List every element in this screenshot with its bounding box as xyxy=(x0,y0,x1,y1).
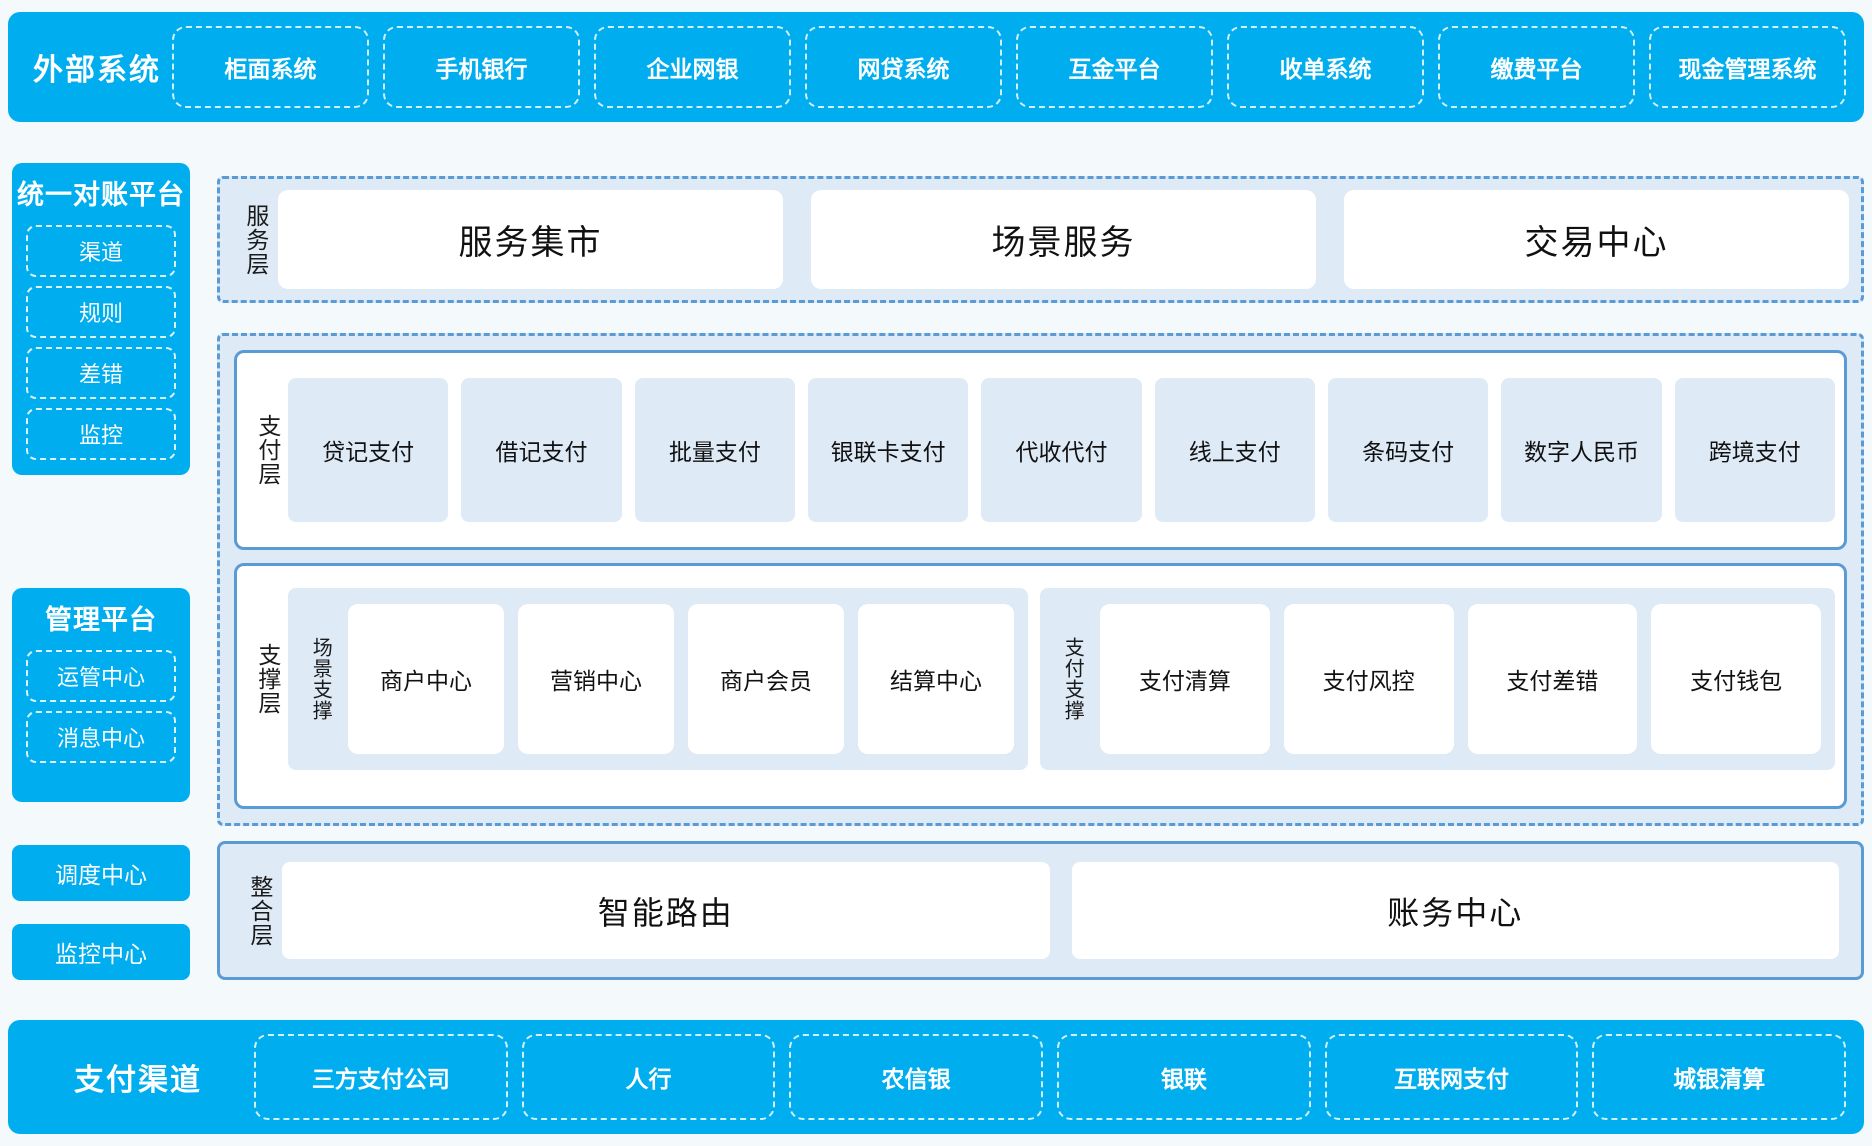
sidebar-item-monitoring-center[interactable]: 监控中心 xyxy=(12,924,190,980)
service-layer-label: 服务层 xyxy=(242,203,269,276)
external-system-chip[interactable]: 缴费平台 xyxy=(1438,26,1635,108)
payment-box-digital-rmb[interactable]: 数字人民币 xyxy=(1501,378,1662,522)
support-card-merchant-center[interactable]: 商户中心 xyxy=(348,604,504,754)
payment-box-barcode[interactable]: 条码支付 xyxy=(1327,378,1489,522)
payment-channel-chip[interactable]: 银联 xyxy=(1057,1034,1311,1120)
integration-layer-label: 整合层 xyxy=(246,874,273,947)
support-card-payment-risk[interactable]: 支付风控 xyxy=(1283,604,1454,754)
external-systems-band: 外部系统 柜面系统 手机银行 企业网银 网贷系统 互金平台 收单系统 缴费平台 … xyxy=(8,12,1864,122)
sidebar-item-channel[interactable]: 渠道 xyxy=(26,225,176,277)
payment-box-batch[interactable]: 批量支付 xyxy=(634,378,795,522)
service-layer-items: 服务集市 场景服务 交易中心 xyxy=(278,190,1849,289)
payment-channels-band: 支付渠道 三方支付公司 人行 农信银 银联 互联网支付 城银清算 xyxy=(8,1020,1864,1134)
payment-box-cross-border[interactable]: 跨境支付 xyxy=(1674,378,1835,522)
external-system-chip[interactable]: 手机银行 xyxy=(383,26,580,108)
external-system-chip[interactable]: 柜面系统 xyxy=(172,26,369,108)
external-system-chip[interactable]: 网贷系统 xyxy=(805,26,1002,108)
payment-box-unionpay-card[interactable]: 银联卡支付 xyxy=(807,378,969,522)
service-box-transaction-center[interactable]: 交易中心 xyxy=(1344,190,1849,289)
service-layer-row: 服务层 服务集市 场景服务 交易中心 xyxy=(232,190,1849,289)
support-group-scenario-label: 场景支撑 xyxy=(309,637,332,721)
payment-layer-label: 支付层 xyxy=(254,414,281,486)
support-card-marketing-center[interactable]: 营销中心 xyxy=(518,604,674,754)
support-card-payment-clearing[interactable]: 支付清算 xyxy=(1100,604,1270,754)
payment-box-online[interactable]: 线上支付 xyxy=(1154,378,1315,522)
service-box-marketplace[interactable]: 服务集市 xyxy=(278,190,783,289)
sidebar-item-monitor[interactable]: 监控 xyxy=(26,408,176,460)
external-system-chip[interactable]: 企业网银 xyxy=(594,26,791,108)
payment-box-debit[interactable]: 借记支付 xyxy=(461,378,622,522)
integration-layer-panel: 整合层 智能路由 账务中心 xyxy=(217,841,1864,980)
sidebar-item-message-center[interactable]: 消息中心 xyxy=(26,711,176,763)
support-card-payment-error[interactable]: 支付差错 xyxy=(1467,604,1638,754)
sidebar-reconciliation-title: 统一对账平台 xyxy=(17,180,185,210)
payment-layer-items: 贷记支付 借记支付 批量支付 银联卡支付 代收代付 线上支付 条码支付 数字人民… xyxy=(288,378,1835,522)
service-box-scenario-service[interactable]: 场景服务 xyxy=(811,190,1316,289)
payment-channels-title: 支付渠道 xyxy=(74,1064,202,1097)
support-group-payment: 支付支撑 支付清算 支付风控 支付差错 支付钱包 xyxy=(1040,588,1835,770)
sidebar-item-operations-center[interactable]: 运管中心 xyxy=(26,650,176,702)
external-systems-list: 柜面系统 手机银行 企业网银 网贷系统 互金平台 收单系统 缴费平台 现金管理系… xyxy=(172,26,1846,108)
support-card-merchant-member[interactable]: 商户会员 xyxy=(688,604,844,754)
external-system-chip[interactable]: 现金管理系统 xyxy=(1649,26,1846,108)
support-layer-label: 支撑层 xyxy=(254,643,281,715)
payment-channel-chip[interactable]: 三方支付公司 xyxy=(254,1034,508,1120)
support-card-payment-wallet[interactable]: 支付钱包 xyxy=(1651,604,1821,754)
payment-box-credit[interactable]: 贷记支付 xyxy=(288,378,449,522)
payment-channel-chip[interactable]: 人行 xyxy=(521,1034,776,1120)
integration-box-accounting-center[interactable]: 账务中心 xyxy=(1071,862,1839,959)
external-systems-title: 外部系统 xyxy=(33,54,161,87)
support-group-scenario: 场景支撑 商户中心 营销中心 商户会员 结算中心 xyxy=(288,588,1028,770)
payment-layer-row: 支付层 贷记支付 借记支付 批量支付 银联卡支付 代收代付 线上支付 条码支付 … xyxy=(246,378,1835,522)
sidebar-item-error[interactable]: 差错 xyxy=(26,347,176,399)
sidebar-item-rule[interactable]: 规则 xyxy=(26,286,176,338)
payment-channels-list: 三方支付公司 人行 农信银 银联 互联网支付 城银清算 xyxy=(254,1034,1847,1120)
integration-box-smart-routing[interactable]: 智能路由 xyxy=(282,862,1050,959)
support-group-scenario-items: 商户中心 营销中心 商户会员 结算中心 xyxy=(348,604,1014,754)
integration-layer-items: 智能路由 账务中心 xyxy=(282,862,1839,959)
support-group-payment-items: 支付清算 支付风控 支付差错 支付钱包 xyxy=(1100,604,1821,754)
support-layer-row: 支撑层 场景支撑 商户中心 营销中心 商户会员 结算中心 支付支撑 支付清算 支… xyxy=(246,588,1835,770)
support-group-payment-label: 支付支撑 xyxy=(1061,637,1084,721)
payment-box-collection-payment[interactable]: 代收代付 xyxy=(981,378,1142,522)
external-system-chip[interactable]: 收单系统 xyxy=(1227,26,1424,108)
support-card-settlement-center[interactable]: 结算中心 xyxy=(858,604,1014,754)
payment-channel-chip[interactable]: 互联网支付 xyxy=(1324,1034,1579,1120)
payment-channel-chip[interactable]: 城银清算 xyxy=(1592,1034,1847,1120)
sidebar-management-platform: 管理平台 运管中心 消息中心 xyxy=(12,588,190,802)
sidebar-reconciliation-platform: 统一对账平台 渠道 规则 差错 监控 xyxy=(12,163,190,475)
sidebar-management-title: 管理平台 xyxy=(45,605,157,635)
sidebar-item-dispatch-center[interactable]: 调度中心 xyxy=(12,845,190,901)
external-system-chip[interactable]: 互金平台 xyxy=(1016,26,1213,108)
payment-channel-chip[interactable]: 农信银 xyxy=(789,1034,1044,1120)
